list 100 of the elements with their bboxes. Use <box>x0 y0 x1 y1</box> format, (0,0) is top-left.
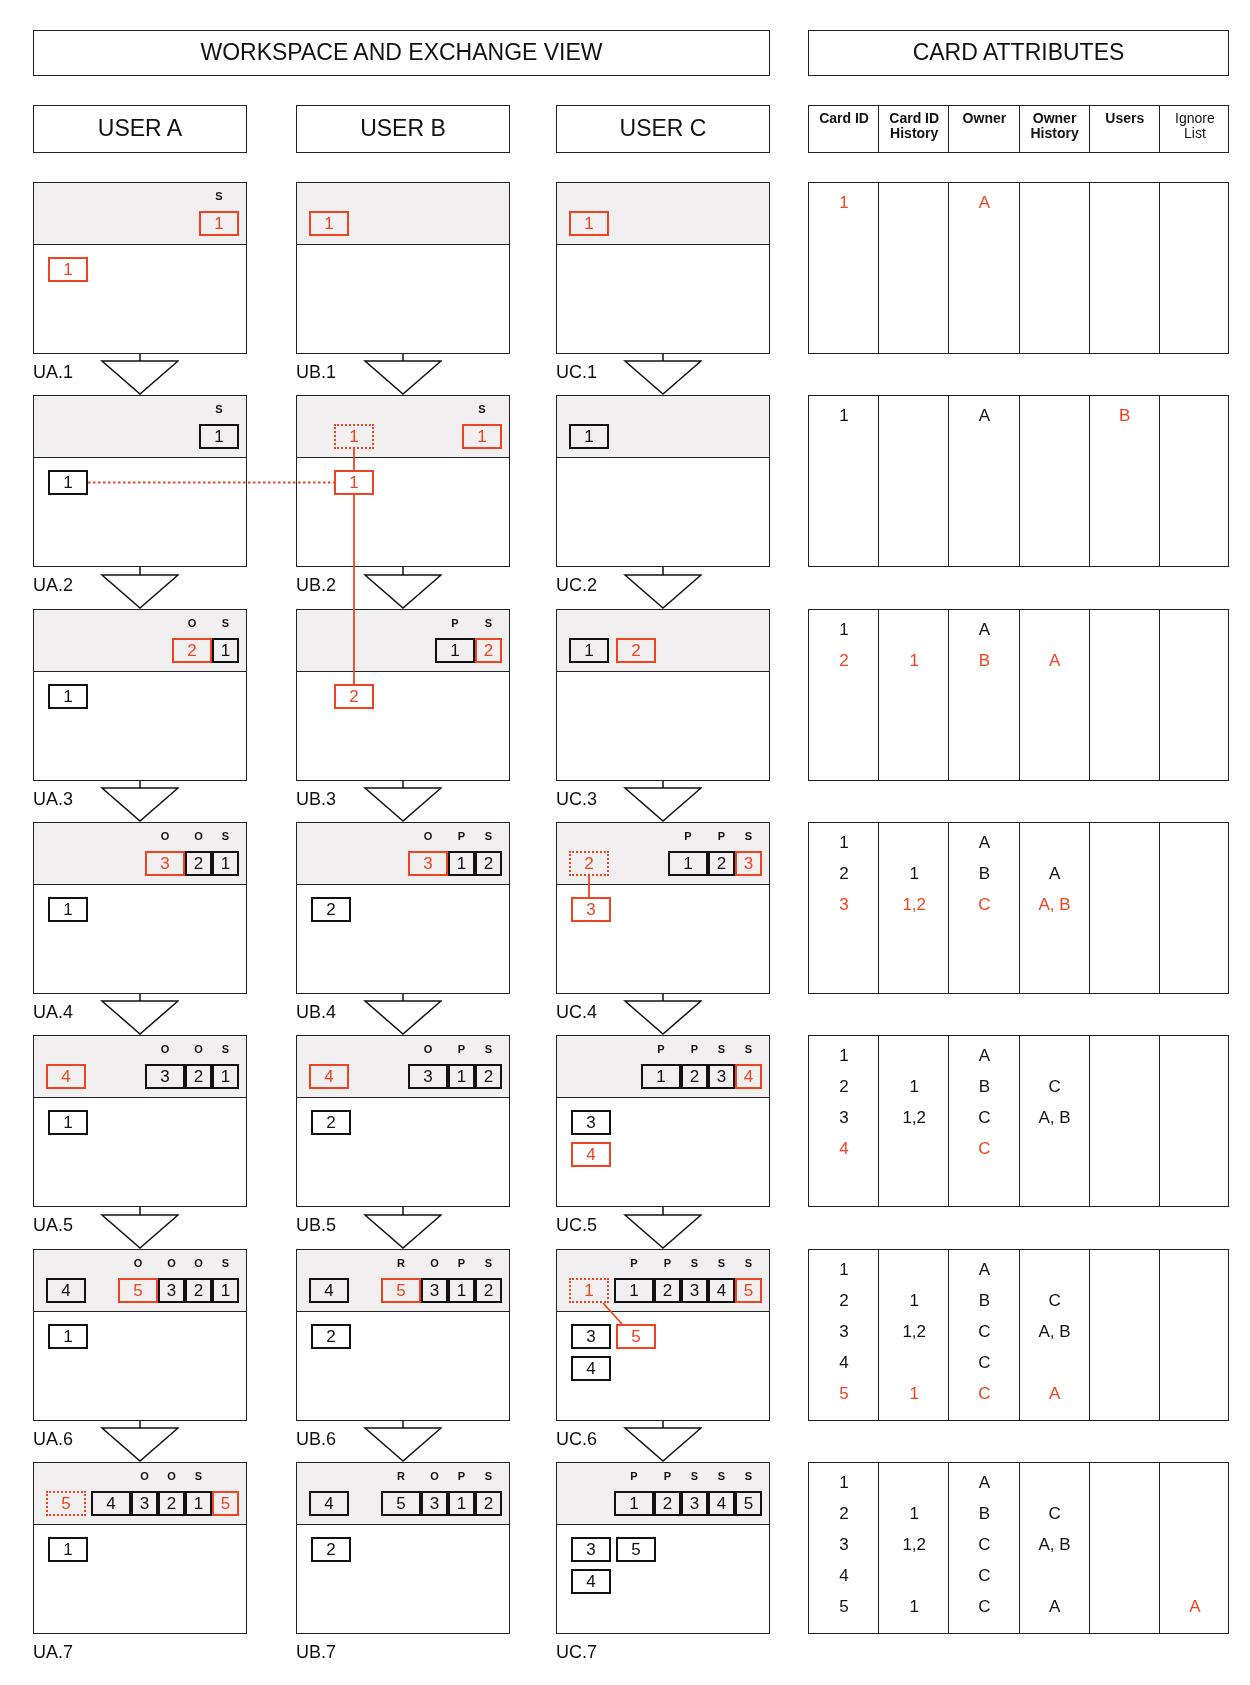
role-letter: S <box>220 1257 231 1270</box>
table-cell-text: 1 <box>838 1260 850 1280</box>
role-letter: O <box>422 1043 434 1056</box>
table-cell-text: 2 <box>838 1077 850 1097</box>
card: 3 <box>571 1324 611 1349</box>
role-letter: S <box>743 1470 754 1483</box>
table-cell-text: A, B <box>1037 895 1072 915</box>
table-cell-text: C <box>1047 1291 1062 1311</box>
role-letter: S <box>716 1257 727 1270</box>
table-cell-text: C <box>1047 1077 1062 1097</box>
panel-label: UA.4 <box>33 1001 74 1023</box>
card: 2 <box>475 851 502 876</box>
card: 4 <box>309 1491 349 1516</box>
transition-arrow <box>101 1420 179 1462</box>
card: 1 <box>448 851 475 876</box>
table-cell-text: A <box>977 1473 992 1493</box>
table-cell-text: 1 <box>838 620 850 640</box>
column-header: Users <box>1104 111 1146 126</box>
transition-arrow <box>364 353 442 395</box>
card: 4 <box>735 1064 762 1089</box>
table-cell-text: A <box>1047 1597 1062 1617</box>
card: 4 <box>309 1278 349 1303</box>
table-cell-text: 1,2 <box>901 895 928 915</box>
card: 4 <box>571 1356 611 1381</box>
table-cell-text: B <box>977 1504 992 1524</box>
transition-arrow <box>101 780 179 822</box>
role-letter: P <box>656 1043 666 1056</box>
card: 1 <box>48 897 88 922</box>
panel-label: UB.4 <box>296 1001 337 1023</box>
table-cell-text: A, B <box>1037 1322 1072 1342</box>
card: 3 <box>681 1278 708 1303</box>
panel-label: UA.5 <box>33 1214 74 1236</box>
panel-label: UB.6 <box>296 1428 337 1450</box>
table-cell-text: 1 <box>838 1046 850 1066</box>
title-box: WORKSPACE AND EXCHANGE VIEW <box>33 30 770 76</box>
role-letter: P <box>716 830 727 843</box>
table-cell-text: C <box>977 895 992 915</box>
role-letter: O <box>186 617 198 630</box>
card: 5 <box>381 1491 421 1516</box>
role-letter: P <box>689 1043 700 1056</box>
title-box: CARD ATTRIBUTES <box>808 30 1229 76</box>
card: 3 <box>145 1064 185 1089</box>
panel-label: UB.5 <box>296 1214 337 1236</box>
table-cell-text: B <box>977 651 992 671</box>
card: 1 <box>48 1324 88 1349</box>
table-cell-text: 1 <box>908 651 920 671</box>
table-cell-text: C <box>977 1353 992 1373</box>
card: 3 <box>408 1064 448 1089</box>
role-letter: O <box>193 830 204 843</box>
role-letter: O <box>139 1470 150 1483</box>
card: 3 <box>681 1491 708 1516</box>
transition-arrow <box>364 993 442 1035</box>
card: 1 <box>48 257 88 282</box>
connector-line <box>87 481 335 484</box>
role-letter: P <box>629 1470 639 1483</box>
card: 4 <box>708 1491 735 1516</box>
transition-arrow <box>101 993 179 1035</box>
role-letter: S <box>716 1470 727 1483</box>
table-cell-text: 1,2 <box>901 1108 928 1128</box>
card: 2 <box>475 1278 502 1303</box>
table-cell-text: A <box>1188 1597 1202 1617</box>
card: 1 <box>435 638 475 663</box>
card: 1 <box>569 211 609 236</box>
card: 1 <box>614 1278 654 1303</box>
card: 2 <box>708 851 735 876</box>
role-letter: S <box>743 1043 754 1056</box>
card: 2 <box>185 851 212 876</box>
table-cell-text: 4 <box>838 1566 850 1586</box>
card: 4 <box>571 1569 611 1594</box>
table-cell-text: C <box>977 1597 992 1617</box>
table-cell-text: B <box>977 864 992 884</box>
card: 4 <box>46 1278 86 1303</box>
card: 2 <box>654 1491 681 1516</box>
table-cell-text: 1 <box>908 1597 920 1617</box>
panel-label: UC.7 <box>556 1641 597 1663</box>
transition-arrow <box>624 1206 702 1249</box>
role-letter: P <box>456 1257 467 1270</box>
table-cell-text: 4 <box>838 1139 850 1159</box>
role-letter: O <box>429 1257 440 1270</box>
role-letter: S <box>214 403 224 416</box>
transition-arrow <box>101 1206 179 1249</box>
connector-line <box>353 448 355 471</box>
column-header: Owner <box>961 111 1008 126</box>
table-cell-text: 1 <box>908 1504 920 1524</box>
table-cell-text: A <box>977 620 992 640</box>
transition-arrow <box>364 566 442 609</box>
card: 2 <box>311 1324 351 1349</box>
ghost-card: 2 <box>569 851 609 876</box>
card: 2 <box>475 1491 502 1516</box>
role-letter: O <box>193 1257 204 1270</box>
connector-line <box>602 1302 623 1325</box>
transition-arrow <box>364 1420 442 1462</box>
table-cell-text: B <box>977 1077 992 1097</box>
card: 5 <box>381 1278 421 1303</box>
role-letter: S <box>483 1043 494 1056</box>
table-cell-text: 1 <box>838 1473 850 1493</box>
card: 1 <box>309 211 349 236</box>
panel-label: UC.4 <box>556 1001 597 1023</box>
card: 1 <box>212 1064 239 1089</box>
card: 1 <box>641 1064 681 1089</box>
